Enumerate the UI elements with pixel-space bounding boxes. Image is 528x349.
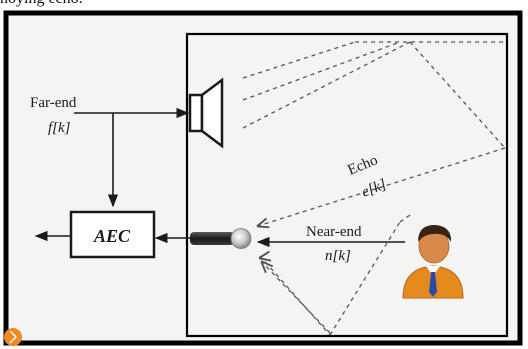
speaker-icon	[188, 77, 224, 149]
person-icon	[402, 224, 464, 299]
far-end-signal-lines	[74, 107, 190, 208]
aec-signal-arrows	[34, 230, 190, 244]
far-end-signal-label: f[k]	[48, 120, 71, 136]
near-end-signal-label: n[k]	[325, 248, 351, 264]
aec-label: AEC	[93, 226, 131, 246]
corner-app-icon	[4, 328, 22, 346]
aec-box[interactable]	[69, 210, 156, 259]
far-end-label: Far-end	[30, 95, 77, 111]
room-box	[185, 32, 509, 338]
near-end-to-mic-reflection	[262, 262, 331, 334]
microphone-icon	[190, 228, 252, 249]
near-end-label: Near-end	[306, 224, 362, 240]
caption-fragment: noying echo.	[0, 0, 83, 8]
